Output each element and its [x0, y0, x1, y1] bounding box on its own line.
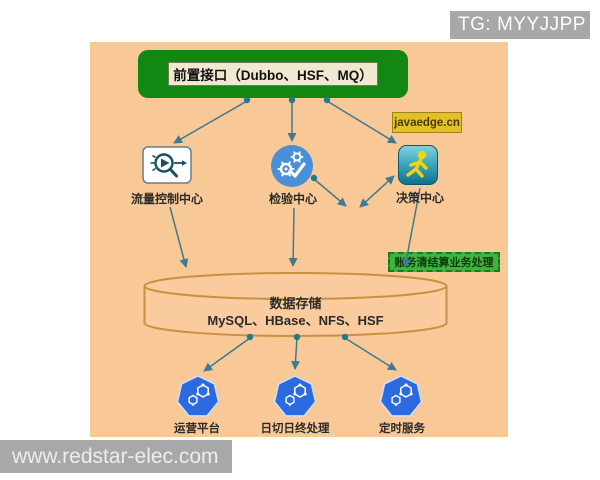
- operation-platform-label: 运营平台: [174, 423, 220, 435]
- storage-text: 数据存储 MySQL、HBase、NFS、HSF: [143, 295, 448, 329]
- traffic-control-label: 流量控制中心: [130, 192, 204, 206]
- storage-stack: MySQL、HBase、NFS、HSF: [207, 313, 384, 328]
- scheduled-service-node: [378, 374, 424, 420]
- decision-node: [398, 145, 438, 185]
- database-cylinder-icon: [143, 272, 448, 337]
- service-heptagon-icon: [379, 375, 423, 417]
- storage-title: 数据存储: [269, 296, 322, 311]
- javaedge-tag: javaedge.cn: [392, 112, 462, 133]
- day-end-processing-label: 日切日终处理: [260, 423, 330, 435]
- service-heptagon-icon: [176, 375, 220, 417]
- running-man-icon: [398, 145, 438, 185]
- traffic-control-node: [142, 146, 192, 184]
- operation-platform-node: [175, 374, 221, 420]
- inspection-label: 检验中心: [268, 192, 318, 206]
- diagram-panel: 前置接口（Dubbo、HSF、MQ） javaedge.cn 流量控制中心: [90, 42, 508, 437]
- decision-label: 决策中心: [395, 191, 445, 205]
- day-end-processing-node: [272, 374, 318, 420]
- settlement-processing-node: 账务清结算业务处理: [388, 252, 500, 272]
- scheduled-service-label: 定时服务: [379, 423, 425, 435]
- data-storage-node: 数据存储 MySQL、HBase、NFS、HSF: [143, 271, 448, 339]
- front-interface-node: 前置接口（Dubbo、HSF、MQ）: [138, 50, 408, 98]
- service-heptagon-icon: [273, 375, 317, 417]
- inspection-node: [271, 145, 313, 187]
- tg-watermark-banner: TG: MYYJJPP: [450, 11, 590, 39]
- site-watermark: www.redstar-elec.com: [0, 440, 232, 473]
- gears-check-icon: [271, 145, 313, 187]
- traffic-monitor-icon: [142, 146, 192, 184]
- front-interface-label: 前置接口（Dubbo、HSF、MQ）: [168, 62, 378, 86]
